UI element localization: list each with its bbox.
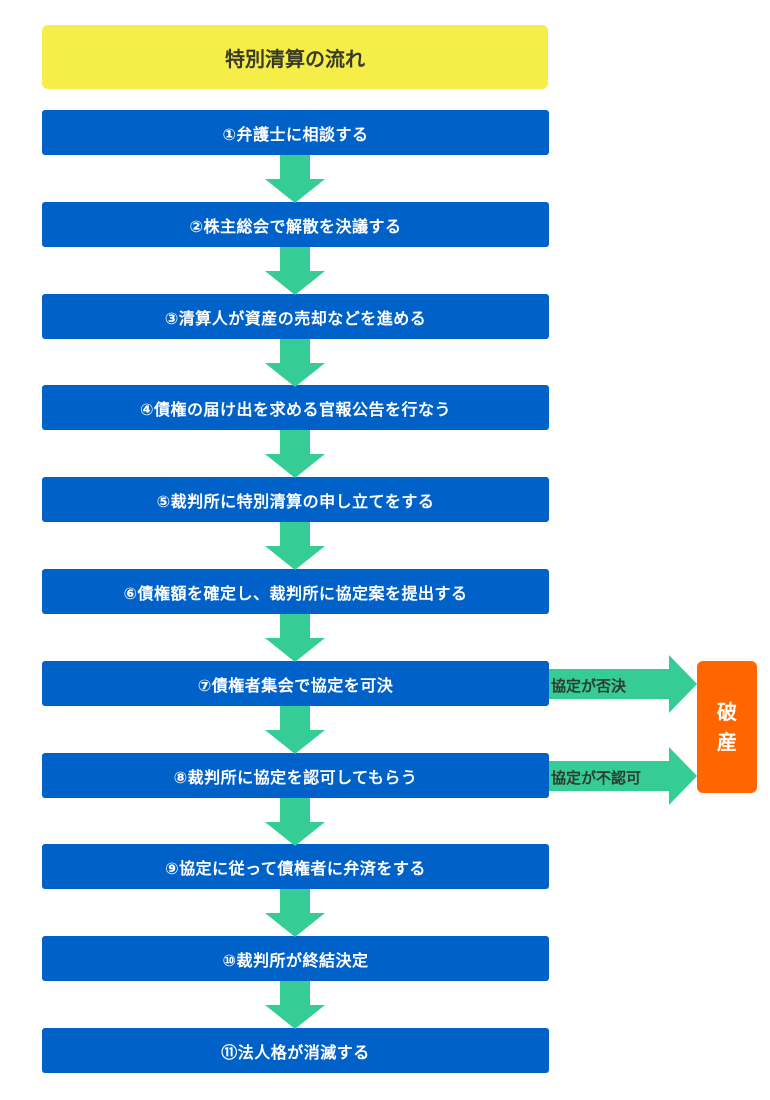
- step-5-label: ⑤裁判所に特別清算の申し立てをする: [156, 491, 435, 511]
- flow-title-text: 特別清算の流れ: [225, 46, 365, 71]
- arrow-down-icon: [265, 522, 325, 570]
- step-10: ⑩裁判所が終結決定: [42, 936, 549, 981]
- arrow-right-icon: [549, 747, 697, 805]
- step-2-label: ②株主総会で解散を決議する: [189, 216, 402, 236]
- arrow-down-icon: [265, 614, 325, 662]
- flow-title: 特別清算の流れ: [42, 25, 548, 89]
- step-5: ⑤裁判所に特別清算の申し立てをする: [42, 477, 549, 522]
- step-3: ③清算人が資産の売却などを進める: [42, 294, 549, 339]
- step-7: ⑦債権者集会で協定を可決: [42, 661, 549, 706]
- arrow-down-icon: [265, 430, 325, 478]
- bankruptcy-char-1: 破: [717, 700, 737, 724]
- step-8-label: ⑧裁判所に協定を認可してもらう: [173, 767, 418, 787]
- step-3-label: ③清算人が資産の売却などを進める: [164, 308, 427, 328]
- bankruptcy-char-2: 産: [717, 730, 737, 754]
- step-2: ②株主総会で解散を決議する: [42, 202, 549, 247]
- arrow-right-icon: [549, 655, 697, 713]
- step-9-label: ⑨協定に従って債権者に弁済をする: [165, 858, 426, 878]
- step-7-label: ⑦債権者集会で協定を可決: [197, 675, 394, 695]
- branch-label-rejected-text: 協定が否決: [551, 676, 627, 695]
- arrow-down-icon: [265, 155, 325, 203]
- step-10-label: ⑩裁判所が終結決定: [222, 950, 369, 970]
- step-11-label: ⑪法人格が消滅する: [221, 1042, 370, 1062]
- step-1-label: ①弁護士に相談する: [222, 124, 369, 144]
- branch-label-not-approved: 協定が不認可: [551, 762, 641, 792]
- step-1: ①弁護士に相談する: [42, 110, 549, 155]
- arrow-down-icon: [265, 706, 325, 754]
- bankruptcy-box: 破 産: [697, 661, 757, 793]
- step-6: ⑥債権額を確定し、裁判所に協定案を提出する: [42, 569, 549, 614]
- branch-label-rejected: 協定が否決: [551, 670, 626, 700]
- arrow-down-icon: [265, 247, 325, 295]
- step-11: ⑪法人格が消滅する: [42, 1028, 549, 1073]
- branch-label-not-approved-text: 協定が不認可: [551, 768, 642, 787]
- step-4-label: ④債権の届け出を求める官報公告を行なう: [139, 399, 452, 419]
- arrow-down-icon: [265, 981, 325, 1029]
- step-8: ⑧裁判所に協定を認可してもらう: [42, 753, 549, 798]
- arrow-down-icon: [265, 339, 325, 387]
- step-9: ⑨協定に従って債権者に弁済をする: [42, 844, 549, 889]
- arrow-down-icon: [265, 798, 325, 846]
- step-4: ④債権の届け出を求める官報公告を行なう: [42, 385, 549, 430]
- step-6-label: ⑥債権額を確定し、裁判所に協定案を提出する: [123, 583, 468, 603]
- arrow-down-icon: [265, 889, 325, 937]
